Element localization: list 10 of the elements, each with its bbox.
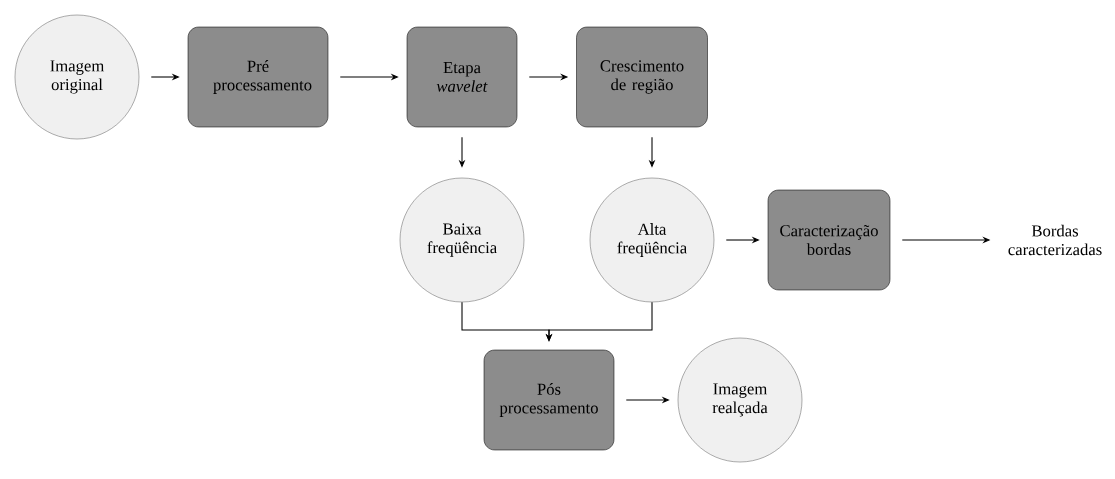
process-box: Crescimento de região bbox=[576, 26, 708, 128]
output-label: Bordas caracterizadas bbox=[1008, 224, 1102, 256]
process-box: Pós processamento bbox=[483, 349, 615, 451]
process-box: Pré processamento bbox=[187, 26, 329, 128]
circle-node: Imagem original bbox=[14, 14, 140, 140]
circle-node: Imagem realçada bbox=[677, 337, 803, 463]
process-box: Caracterização bordas bbox=[767, 189, 891, 291]
circle-node: Baixa freqüência bbox=[399, 177, 525, 303]
process-box: Etapa wavelet bbox=[406, 26, 518, 128]
circle-node: Alta freqüência bbox=[589, 177, 715, 303]
